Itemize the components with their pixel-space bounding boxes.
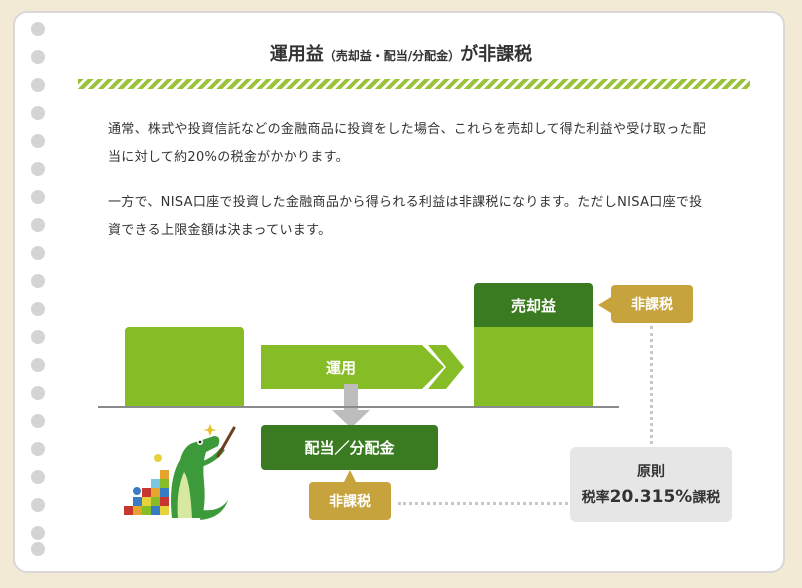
title-sub: （売却益・配当/分配金） xyxy=(323,49,461,63)
binder-hole xyxy=(31,358,45,372)
tag-pointer-up-icon xyxy=(344,470,356,482)
pointer-stick-icon xyxy=(216,426,236,458)
tax-free-label-profit: 非課税 xyxy=(631,297,673,313)
binder-hole xyxy=(31,106,45,120)
investment-arrow-label: 運用 xyxy=(325,358,356,377)
diagram-baseline xyxy=(98,406,619,408)
paragraph-2: 一方で、NISA口座で投資した金融商品から得られる利益は非課税になります。ただし… xyxy=(108,189,748,245)
paragraph-1: 通常、株式や投資信託などの金融商品に投資をした場合、これらを売却して得た利益や受… xyxy=(108,116,748,172)
sparkle-icon xyxy=(203,424,217,436)
investment-arrow-label-wrap: 運用 xyxy=(261,345,421,389)
binder-hole xyxy=(31,50,45,64)
binder-hole xyxy=(31,498,45,512)
colorful-staircase-icon xyxy=(124,470,169,515)
investment-arrow-icon xyxy=(261,345,444,389)
principal-box xyxy=(125,327,244,407)
binder-hole xyxy=(31,386,45,400)
crocodile-mascot-icon xyxy=(124,424,236,520)
binder-hole xyxy=(31,246,45,260)
section-title: 運用益（売却益・配当/分配金）が非課税 xyxy=(0,40,802,66)
binder-hole xyxy=(31,274,45,288)
binder-hole xyxy=(31,470,45,484)
grown-principal-box xyxy=(474,327,593,407)
dividend-label: 配当／分配金 xyxy=(304,439,395,457)
title-end: が非課税 xyxy=(460,44,533,65)
binder-hole xyxy=(31,22,45,36)
binder-hole xyxy=(31,190,45,204)
binder-hole xyxy=(31,134,45,148)
binder-holes xyxy=(25,22,53,562)
dotted-connector-horizontal xyxy=(398,502,568,505)
tax-free-tag-profit: 非課税 xyxy=(611,285,693,323)
standard-tax-rate-line: 税率20.315%課税 xyxy=(570,487,732,507)
binder-hole xyxy=(31,442,45,456)
tax-rate-value: 20.315% xyxy=(609,487,693,507)
binder-hole xyxy=(31,218,45,232)
chevron-right-icon xyxy=(428,345,464,389)
binder-hole xyxy=(31,330,45,344)
paragraph-1-line-1: 通常、株式や投資信託などの金融商品に投資をした場合、これらを売却して得た利益や受… xyxy=(108,122,707,137)
binder-hole xyxy=(31,526,45,540)
tax-free-label-dividend: 非課税 xyxy=(329,494,371,510)
dotted-connector-vertical xyxy=(650,326,653,444)
paragraph-1-line-2: 当に対して約20%の税金がかかります。 xyxy=(108,150,349,165)
binder-hole xyxy=(31,78,45,92)
profit-label-box: 売却益 xyxy=(474,283,593,327)
title-underline-stripe xyxy=(78,79,750,89)
binder-hole xyxy=(31,302,45,316)
profit-label: 売却益 xyxy=(510,296,556,315)
tag-pointer-left-icon xyxy=(598,297,611,313)
paragraph-2-line-2: 資できる上限金額は決まっています。 xyxy=(108,223,332,238)
standard-tax-heading: 原則 xyxy=(637,464,665,480)
binder-hole xyxy=(31,542,45,556)
tax-rate-prefix: 税率 xyxy=(581,490,610,506)
binder-hole xyxy=(31,162,45,176)
dividend-box: 配当／分配金 xyxy=(261,425,438,470)
paragraph-2-line-1: 一方で、NISA口座で投資した金融商品から得られる利益は非課税になります。ただし… xyxy=(108,195,703,210)
title-main: 運用益 xyxy=(269,44,324,65)
standard-tax-box: 原則 税率20.315%課税 xyxy=(570,447,732,522)
tax-rate-suffix: 課税 xyxy=(692,490,721,506)
binder-hole xyxy=(31,414,45,428)
tax-free-tag-dividend: 非課税 xyxy=(309,482,391,520)
